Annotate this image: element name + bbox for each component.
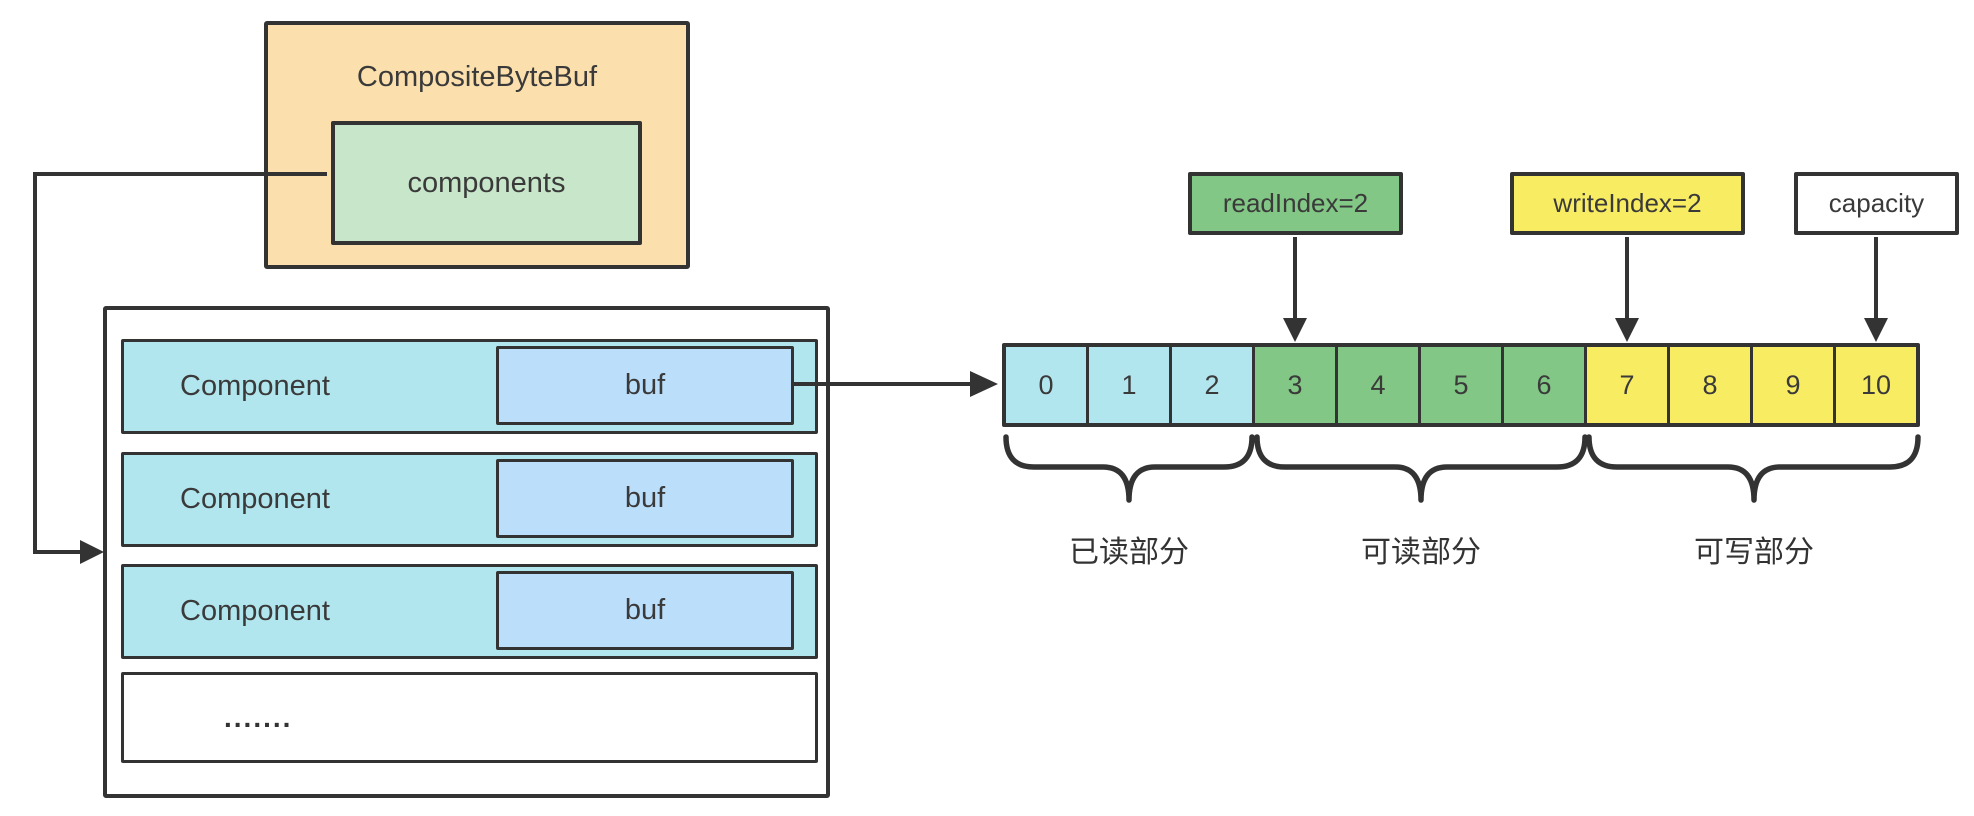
read-index-box: readIndex=2 (1188, 172, 1403, 235)
buf-box: buf (496, 459, 794, 538)
buf-label: buf (624, 482, 666, 514)
component-row: Component buf (121, 564, 818, 659)
buf-box: buf (496, 346, 794, 425)
brace-writable-section (1586, 434, 1921, 503)
component-label: Component (180, 370, 330, 402)
read-index-label: readIndex=2 (1222, 188, 1369, 218)
composite-bytebuf-box: CompositeByteBuf components (264, 21, 690, 269)
write-index-label: writeIndex=2 (1553, 188, 1702, 218)
buffer-cell-1: 1 (1089, 347, 1172, 423)
capacity-label: capacity (1828, 188, 1925, 218)
byte-buffer-array: 0 1 2 3 4 5 6 7 8 9 10 (1002, 343, 1920, 427)
buffer-cell-4: 4 (1338, 347, 1421, 423)
buffer-cell-7: 7 (1587, 347, 1670, 423)
brace-read-section (1003, 434, 1255, 503)
component-label: Component (180, 483, 330, 515)
composite-bytebuf-title: CompositeByteBuf (356, 61, 598, 93)
buffer-cell-9: 9 (1753, 347, 1836, 423)
capacity-box: capacity (1794, 172, 1959, 235)
buf-label: buf (624, 594, 666, 626)
brace-readable-section (1254, 434, 1588, 503)
buffer-cell-10: 10 (1836, 347, 1916, 423)
component-row: Component buf (121, 452, 818, 547)
buffer-cell-5: 5 (1421, 347, 1504, 423)
buffer-cell-8: 8 (1670, 347, 1753, 423)
write-index-box: writeIndex=2 (1510, 172, 1745, 235)
buf-box: buf (496, 571, 794, 650)
component-list-box: Component buf Component buf Component bu… (103, 306, 830, 798)
arrow-right-icon (970, 371, 998, 397)
buffer-cell-6: 6 (1504, 347, 1587, 423)
arrow-down-icon (1283, 318, 1307, 342)
buffer-cell-3: 3 (1255, 347, 1338, 423)
arrow-down-icon (1864, 318, 1888, 342)
segment-label-read: 已读部分 (1069, 536, 1189, 569)
buffer-cell-0: 0 (1006, 347, 1089, 423)
capacity-arrow (1864, 237, 1888, 342)
segment-label-readable: 可读部分 (1361, 536, 1481, 569)
components-box: components (331, 121, 642, 245)
components-label: components (407, 166, 566, 199)
segment-label-writable: 可写部分 (1694, 536, 1814, 569)
write-index-arrow (1615, 237, 1639, 342)
arrow-down-icon (1615, 318, 1639, 342)
arrow-right-icon (80, 540, 104, 564)
component-row: Component buf (121, 339, 818, 434)
read-index-arrow (1283, 237, 1307, 342)
ellipsis-row: ....... (121, 672, 818, 763)
component-label: Component (180, 595, 330, 627)
buffer-cell-2: 2 (1172, 347, 1255, 423)
buf-label: buf (624, 369, 666, 401)
ellipsis-label: ....... (224, 701, 293, 733)
